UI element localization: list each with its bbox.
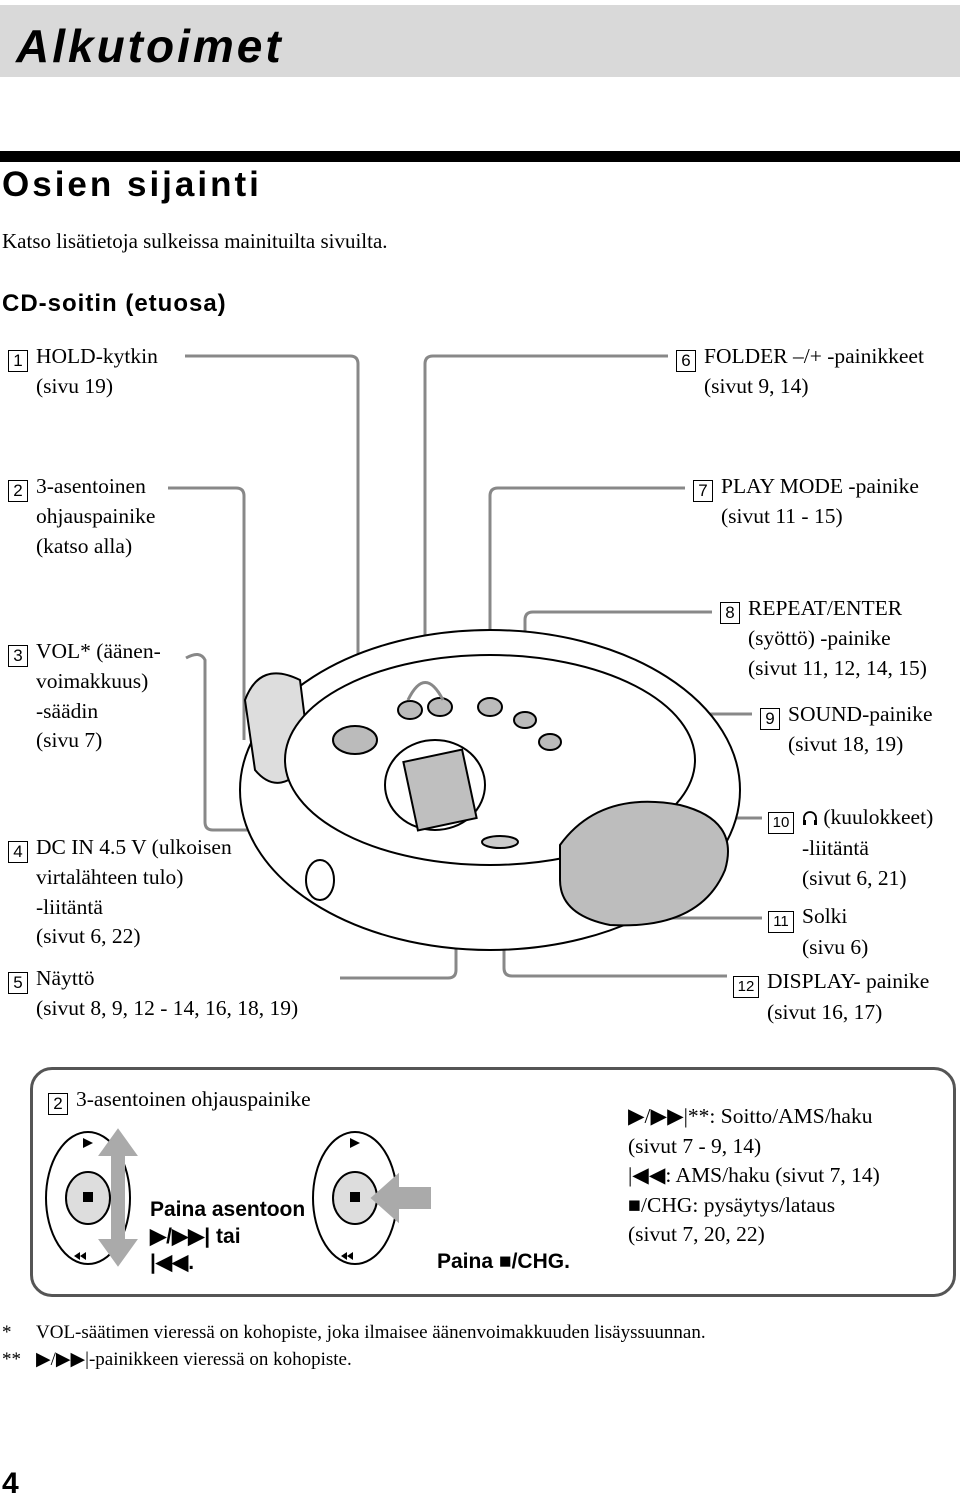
next-icon: ▶▶| (650, 1104, 688, 1128)
label-number: 2 (48, 1093, 68, 1115)
label-number: 8 (720, 602, 740, 624)
caption-play-or-prev: ▶/▶▶| tai (150, 1225, 241, 1248)
play-icon: ▶ (628, 1104, 645, 1128)
label-number: 4 (8, 841, 28, 863)
page-number: 4 (2, 1467, 19, 1500)
three-way-control-right (312, 1131, 431, 1265)
subsection-title: CD-soitin (etuosa) (2, 290, 227, 317)
intro-text: Katso lisätietoja sulkeissa mainituilta … (2, 229, 388, 253)
section-rule (0, 151, 960, 162)
caption-press-position: Paina asentoon (150, 1198, 306, 1221)
play-icon: ▶ (150, 1225, 167, 1248)
headphones-icon (802, 803, 818, 833)
label-number: 7 (693, 480, 713, 502)
section-title: Osien sijainti (2, 165, 262, 204)
label-number: 12 (733, 976, 759, 998)
prev-icon: |◀◀ (628, 1163, 666, 1187)
caption-prev: |◀◀. (150, 1251, 195, 1274)
footnote-1: *VOL-säätimen vieressä on kohopiste, jok… (2, 1322, 706, 1343)
prev-icon: |◀◀ (150, 1251, 189, 1274)
label-number: 1 (8, 350, 28, 372)
cd-player-illustration (168, 354, 762, 980)
label-number: 11 (768, 911, 794, 933)
label-number: 6 (676, 350, 696, 372)
caption-press-stop: Paina ■/CHG. (437, 1250, 570, 1273)
label-number: 2 (8, 480, 28, 502)
label-number: 5 (8, 972, 28, 994)
label-number: 3 (8, 645, 28, 667)
next-icon: ▶▶| (172, 1225, 211, 1248)
play-icon: ▶ (36, 1349, 51, 1370)
label-10: 10 (kuulokkeet) -liitäntä (sivut 6, 21) (768, 803, 933, 893)
next-icon: ▶▶| (55, 1349, 89, 1370)
control-panel-box (30, 1067, 956, 1297)
control-diagrams (45, 1128, 431, 1267)
label-number: 10 (768, 812, 794, 834)
stop-icon: ■ (628, 1192, 641, 1217)
header-banner: Alkutoimet (0, 5, 960, 77)
stop-icon: ■ (498, 1250, 512, 1273)
label-number: 9 (760, 708, 780, 730)
page-title: Alkutoimet (16, 20, 284, 72)
control-description: ▶/▶▶|**: Soitto/AMS/haku (sivut 7 - 9, 1… (628, 1104, 880, 1246)
three-way-control-left (45, 1128, 138, 1267)
footnote-2: **▶/▶▶|-painikkeen vieressä on kohopiste… (2, 1349, 352, 1370)
